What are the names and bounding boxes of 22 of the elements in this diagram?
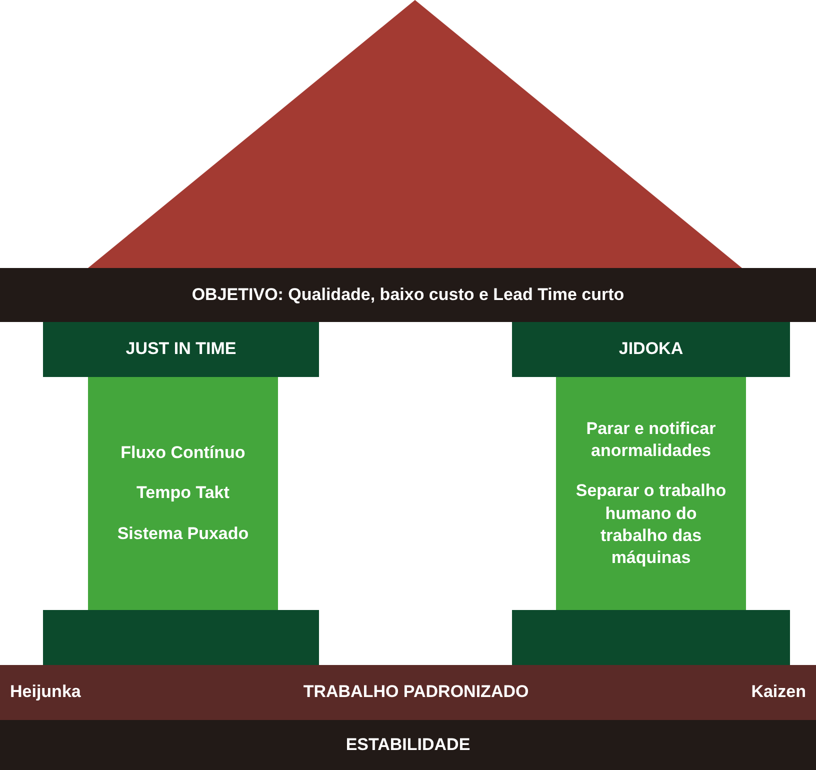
pillar-capital bbox=[43, 322, 319, 377]
pillar-item: Tempo Takt bbox=[136, 482, 230, 504]
pillar-capital bbox=[512, 322, 790, 377]
band-title: OBJETIVO: Qualidade, baixo custo e Lead Time curto bbox=[192, 284, 624, 306]
pillar-item: Sistema Puxado bbox=[116, 522, 250, 545]
pillar-item: Parar e notificar anormalidades bbox=[585, 418, 717, 462]
foundation-band bbox=[0, 665, 816, 720]
beam-band bbox=[0, 268, 816, 322]
band-side-label: Kaizen bbox=[751, 681, 806, 704]
pillar-base bbox=[512, 610, 790, 665]
band-side-label: Heijunka bbox=[10, 681, 81, 704]
band-title: TRABALHO PADRONIZADO bbox=[303, 681, 529, 704]
band-title: JUST IN TIME bbox=[126, 338, 236, 360]
roof-shape bbox=[88, 0, 742, 268]
base-band bbox=[0, 720, 816, 770]
pillar-base bbox=[43, 610, 319, 665]
pillar-shaft bbox=[88, 377, 278, 610]
pillar-shaft bbox=[556, 377, 746, 610]
pillar-item: Fluxo Contínuo bbox=[120, 442, 246, 464]
band-title: ESTABILIDADE bbox=[346, 734, 470, 756]
pillar-item: Separar o trabalho humano do trabalho das máquinas bbox=[574, 480, 728, 569]
band-title: JIDOKA bbox=[618, 338, 684, 360]
